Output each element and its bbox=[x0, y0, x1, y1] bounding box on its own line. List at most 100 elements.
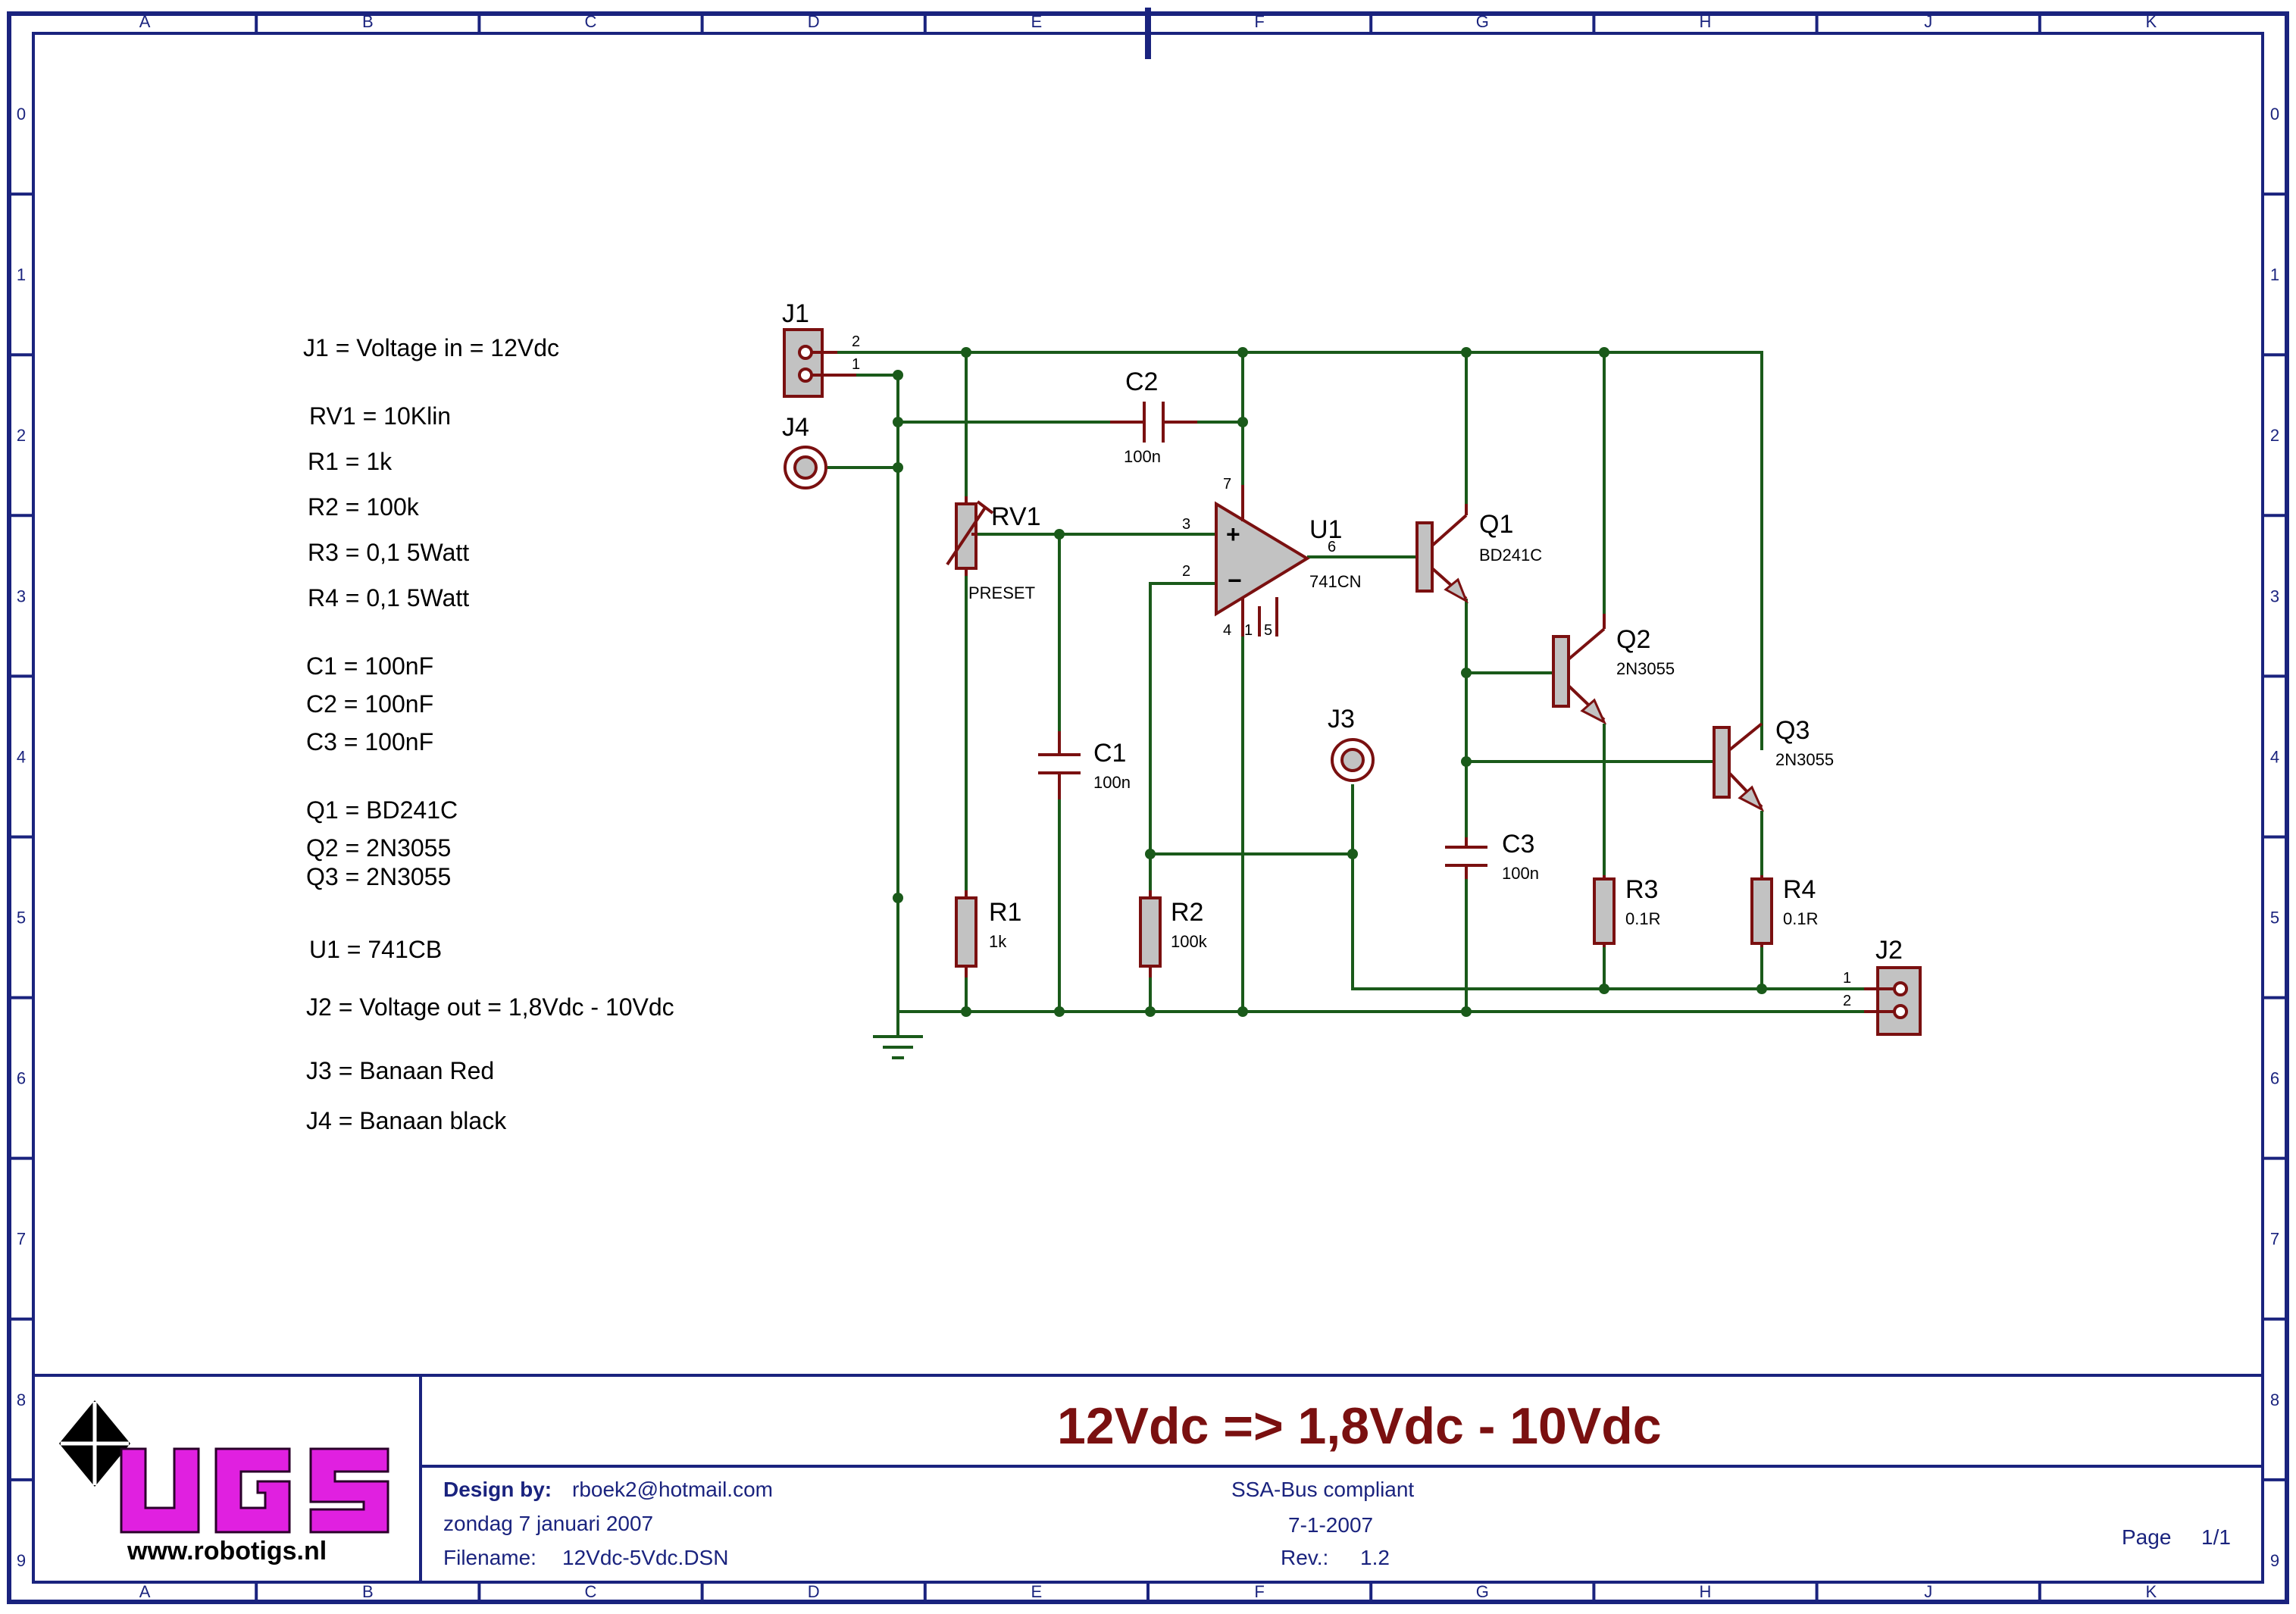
row-label: 4 bbox=[17, 747, 26, 766]
connector-j2: J2 1 2 bbox=[1843, 936, 1922, 1036]
title-block: 12Vdc => 1,8Vdc - 10Vdc Design by: rboek… bbox=[33, 1374, 2263, 1582]
opamp-u1: + − U1 741CN 3 2 7 6 4 1 5 bbox=[1182, 476, 1361, 639]
value-label: 100n bbox=[1124, 447, 1161, 466]
value-label: 0.1R bbox=[1625, 909, 1660, 928]
column-label: B bbox=[362, 12, 374, 31]
row-label: 8 bbox=[17, 1390, 26, 1409]
value-label: 100n bbox=[1502, 864, 1539, 883]
ground-icon bbox=[873, 1035, 923, 1059]
ref-label: Q1 bbox=[1479, 510, 1513, 539]
pin-label: 6 bbox=[1328, 539, 1336, 555]
pin-label: 2 bbox=[852, 333, 860, 350]
row-label: 9 bbox=[17, 1551, 26, 1570]
column-label: G bbox=[1476, 12, 1489, 31]
row-label: 6 bbox=[2270, 1069, 2279, 1088]
compliance-text: SSA-Bus compliant bbox=[1231, 1478, 1414, 1501]
resistor-r2: R2 100k bbox=[1139, 890, 1208, 977]
page-label: Page bbox=[2122, 1525, 2171, 1549]
date-long: zondag 7 januari 2007 bbox=[443, 1512, 653, 1535]
note-line: C2 = 100nF bbox=[306, 690, 433, 718]
transistor-q2: Q2 2N3055 bbox=[1552, 614, 1675, 725]
connector-j4: J4 bbox=[782, 413, 827, 490]
pin-label: 1 bbox=[1244, 622, 1253, 639]
column-label: H bbox=[1700, 1582, 1712, 1601]
ref-label: J4 bbox=[782, 413, 809, 442]
column-label: J bbox=[1924, 1582, 1932, 1601]
filename-label: Filename: bbox=[443, 1546, 536, 1569]
resistor-r3: R3 0.1R bbox=[1593, 875, 1660, 947]
sheet-title: 12Vdc => 1,8Vdc - 10Vdc bbox=[1057, 1397, 1662, 1455]
column-label: E bbox=[1031, 1582, 1043, 1601]
pin-label: 1 bbox=[1843, 970, 1851, 987]
row-label: 3 bbox=[2270, 586, 2279, 605]
transistor-q1: Q1 BD241C bbox=[1415, 504, 1542, 604]
column-label: D bbox=[808, 1582, 820, 1601]
value-label: PRESET bbox=[968, 583, 1035, 602]
transistor-q3: Q3 2N3055 bbox=[1713, 716, 1834, 812]
row-label: 1 bbox=[17, 265, 26, 284]
ref-label: C3 bbox=[1502, 830, 1534, 859]
column-label: E bbox=[1031, 12, 1043, 31]
ref-label: R4 bbox=[1783, 875, 1816, 904]
column-label: B bbox=[362, 1582, 374, 1601]
note-line: R3 = 0,1 5Watt bbox=[308, 539, 469, 566]
pin-label: 3 bbox=[1182, 516, 1190, 533]
column-label: F bbox=[1254, 12, 1264, 31]
ref-label: J2 bbox=[1875, 936, 1903, 965]
column-label: H bbox=[1700, 12, 1712, 31]
ref-label: J3 bbox=[1328, 705, 1355, 733]
rev-label: Rev.: bbox=[1281, 1546, 1328, 1569]
ref-label: R3 bbox=[1625, 875, 1658, 904]
value-label: 1k bbox=[989, 932, 1007, 951]
row-label: 5 bbox=[17, 909, 26, 927]
column-label: A bbox=[139, 12, 151, 31]
ref-label: R2 bbox=[1171, 898, 1203, 927]
row-label: 7 bbox=[2270, 1230, 2279, 1249]
pin-label: 2 bbox=[1843, 993, 1851, 1009]
pin-label: 2 bbox=[1182, 563, 1190, 580]
value-label: 100n bbox=[1093, 773, 1131, 792]
note-line: C3 = 100nF bbox=[306, 728, 433, 755]
filename-value: 12Vdc-5Vdc.DSN bbox=[562, 1546, 728, 1569]
ref-label: R1 bbox=[989, 898, 1021, 927]
note-line: RV1 = 10Klin bbox=[309, 402, 451, 430]
row-label: 1 bbox=[2270, 265, 2279, 284]
resistor-r1: R1 1k bbox=[955, 890, 1021, 977]
ref-label: U1 bbox=[1309, 515, 1342, 544]
resistor-r4: R4 0.1R bbox=[1750, 875, 1818, 947]
value-label: 2N3055 bbox=[1775, 750, 1834, 769]
column-label: K bbox=[2146, 1582, 2157, 1601]
note-line: R4 = 0,1 5Watt bbox=[308, 584, 469, 612]
design-by-value: rboek2@hotmail.com bbox=[572, 1478, 773, 1501]
page-value: 1/1 bbox=[2201, 1525, 2231, 1549]
row-label: 9 bbox=[2270, 1551, 2279, 1570]
column-label: J bbox=[1924, 12, 1932, 31]
row-label: 2 bbox=[2270, 426, 2279, 445]
column-label: K bbox=[2146, 12, 2157, 31]
column-label: F bbox=[1254, 1582, 1264, 1601]
preset-rv1: RV1 PRESET bbox=[946, 496, 1041, 602]
component-notes: J1 = Voltage in = 12Vdc RV1 = 10Klin R1 … bbox=[303, 334, 674, 1134]
plus-sign: + bbox=[1226, 521, 1240, 548]
note-line: R2 = 100k bbox=[308, 493, 420, 521]
note-line: J3 = Banaan Red bbox=[306, 1057, 494, 1084]
capacitor-c2: C2 100n bbox=[1110, 368, 1197, 466]
row-label: 0 bbox=[2270, 105, 2279, 124]
column-label: A bbox=[139, 1582, 151, 1601]
note-line: J1 = Voltage in = 12Vdc bbox=[303, 334, 559, 361]
capacitor-c3: C3 100n bbox=[1445, 830, 1539, 883]
row-label: 5 bbox=[2270, 909, 2279, 927]
connector-j1: J1 2 1 bbox=[782, 299, 860, 398]
row-label: 0 bbox=[17, 105, 26, 124]
company-logo: www.robotigs.nl bbox=[59, 1400, 389, 1566]
note-line: Q2 = 2N3055 bbox=[306, 834, 451, 862]
column-label: D bbox=[808, 12, 820, 31]
note-line: Q1 = BD241C bbox=[306, 796, 458, 824]
ref-label: C1 bbox=[1093, 739, 1126, 768]
note-line: C1 = 100nF bbox=[306, 652, 433, 680]
date-short: 7-1-2007 bbox=[1288, 1513, 1373, 1537]
ref-label: Q3 bbox=[1775, 716, 1810, 745]
note-line: U1 = 741CB bbox=[309, 936, 442, 963]
column-label: C bbox=[585, 12, 597, 31]
